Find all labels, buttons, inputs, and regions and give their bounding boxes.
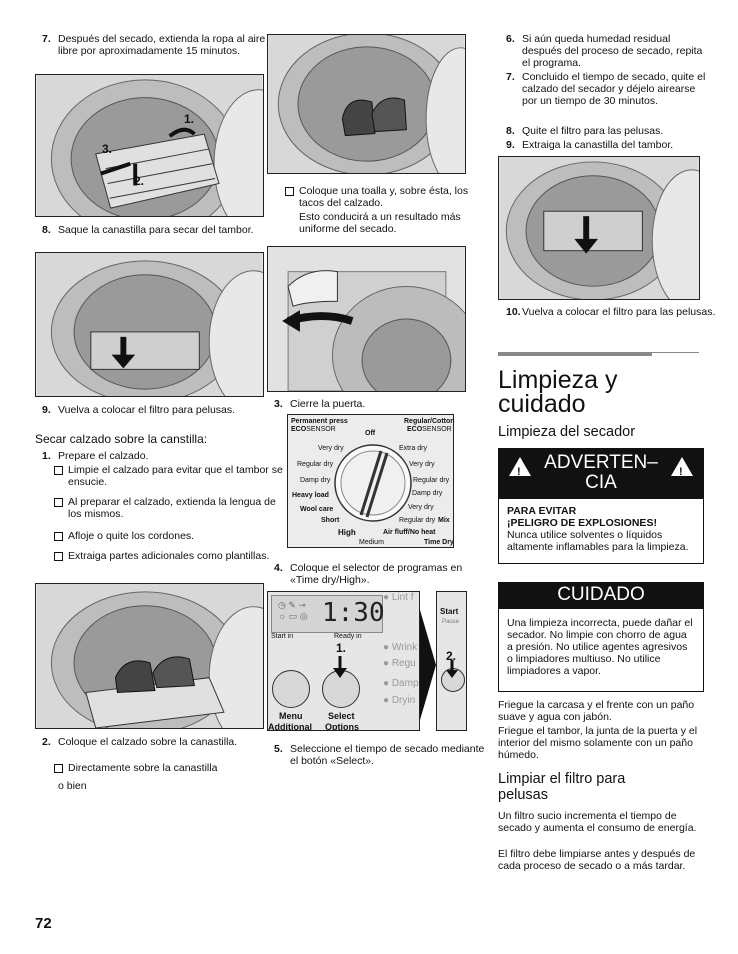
remove-basket-illustration bbox=[499, 157, 699, 299]
section-divider bbox=[498, 352, 652, 356]
shoes-in-drum-illustration bbox=[36, 584, 263, 728]
step-10: 10. Vuelva a colocar el filtro para las … bbox=[506, 306, 716, 318]
close-door-illustration bbox=[268, 247, 465, 391]
checkbox-bullet-icon bbox=[285, 187, 294, 196]
page-number: 72 bbox=[35, 915, 52, 932]
step-8-right: 8. Quite el filtro para las pelusas. bbox=[506, 125, 664, 137]
step-9-left: 9. Vuelva a colocar el filtro para pelus… bbox=[42, 404, 236, 416]
checkbox-bullet-icon bbox=[54, 764, 63, 773]
warning-triangle-icon: ! bbox=[509, 457, 531, 478]
step-7-right: 7. Concluido el tiempo de secado, quite … bbox=[506, 71, 706, 107]
program-selector-panel: Permanent press ECOSENSOR Regular/Cotton… bbox=[287, 414, 455, 548]
cleaning-dryer-heading: Limpieza del secador bbox=[498, 424, 636, 440]
paragraph-lint-dirty: Un filtro sucio incrementa el tiempo de … bbox=[498, 810, 697, 834]
step-9-right: 9. Extraiga la canastilla del tambor. bbox=[506, 139, 674, 151]
warning-body: PARA EVITAR ¡PELIGRO DE EXPLOSIONES! Nun… bbox=[507, 505, 689, 553]
figure-basket-insert: 1. 2. 3. bbox=[35, 74, 264, 217]
control-panel: ◷ ✎ ⊸☼ ▭ ◎ 1:30 Start in Ready in ● Lint… bbox=[267, 591, 420, 731]
marker-1: 1. bbox=[336, 641, 347, 655]
step-3: 3. Cierre la puerta. bbox=[274, 398, 366, 410]
display-icons: ◷ ✎ ⊸☼ ▭ ◎ bbox=[278, 600, 308, 621]
option-drying[interactable]: ● Dryin bbox=[383, 695, 416, 706]
lint-filter-indicator: ● Lint f bbox=[383, 592, 414, 603]
time-readout: 1:30 bbox=[322, 598, 385, 628]
towel-note: Esto conducirá a un resultado más unifor… bbox=[299, 211, 461, 235]
menu-button[interactable] bbox=[272, 670, 310, 708]
caution-body: Una limpieza incorrecta, puede dañar el … bbox=[507, 617, 693, 677]
or-else-text: o bien bbox=[58, 780, 87, 792]
bullet-towel: Coloque una toalla y, sobre ésta, los ta… bbox=[283, 185, 489, 209]
step-7-left: 7. Después del secado, extienda la ropa … bbox=[42, 33, 266, 57]
figure-shoes-with-towel bbox=[267, 34, 466, 174]
step-6-right: 6. Si aún queda humedad residual después… bbox=[506, 33, 703, 69]
option-wrinkle[interactable]: ● Wrink bbox=[383, 642, 418, 653]
bullet-direct-basket: Directamente sobre la canastilla bbox=[52, 762, 288, 774]
option-regular[interactable]: ● Regu bbox=[383, 658, 416, 669]
figure-shoes-on-basket bbox=[35, 583, 264, 729]
warning-box: ! ADVERTEN– CIA ! PARA EVITAR ¡PELIGRO D… bbox=[498, 448, 704, 564]
bullet-laces: Afloje o quite los cordones. bbox=[52, 530, 288, 542]
checkbox-bullet-icon bbox=[54, 552, 63, 561]
dryer-drum-illustration bbox=[36, 253, 263, 396]
checkbox-bullet-icon bbox=[54, 498, 63, 507]
step-4: 4. Coloque el selector de programas en «… bbox=[274, 562, 463, 586]
caution-header: CUIDADO bbox=[499, 583, 703, 609]
figure-remove-basket bbox=[498, 156, 700, 300]
chevron-right-icon bbox=[420, 610, 436, 720]
paragraph-housing: Friegue la carcasa y el frente con un pa… bbox=[498, 699, 695, 723]
dryer-basket-illustration bbox=[36, 75, 263, 216]
step-2: 2. Coloque el calzado sobre la canastill… bbox=[42, 736, 238, 748]
right-eco-sensor: ECOSENSOR bbox=[407, 426, 452, 433]
bullet-clean-shoes: Limpie el calzado para evitar que el tam… bbox=[52, 464, 288, 488]
figure-basket-remove bbox=[35, 252, 264, 397]
lint-filter-heading: Limpiar el filtro para pelusas bbox=[498, 771, 626, 803]
bullet-tongue: Al preparar el calzado, extienda la leng… bbox=[52, 496, 288, 520]
page-title: Limpieza y cuidado bbox=[498, 366, 618, 418]
paragraph-lint-clean: El filtro debe limpiarse antes y después… bbox=[498, 848, 696, 872]
program-dial-knob[interactable] bbox=[333, 439, 413, 527]
arrow-down-icon bbox=[446, 660, 458, 678]
bullet-insoles: Extraiga partes adicionales como plantil… bbox=[52, 550, 288, 562]
figure-close-door bbox=[267, 246, 466, 392]
caution-box: CUIDADO Una limpieza incorrecta, puede d… bbox=[498, 582, 704, 692]
step-1: 1. Prepare el calzado. bbox=[42, 450, 149, 462]
marker-2: 2. bbox=[446, 649, 457, 663]
left-eco-sensor: ECOSENSOR bbox=[291, 426, 336, 433]
shoes-towel-illustration bbox=[268, 35, 465, 173]
step-8-left: 8. Saque la canastilla para secar del ta… bbox=[42, 224, 254, 236]
paragraph-drum: Friegue el tambor, la junta de la puerta… bbox=[498, 725, 698, 761]
start-panel: Start Pause 2. bbox=[436, 591, 467, 731]
warning-header: ! ADVERTEN– CIA ! bbox=[499, 449, 703, 499]
checkbox-bullet-icon bbox=[54, 466, 63, 475]
checkbox-bullet-icon bbox=[54, 532, 63, 541]
option-damp[interactable]: ● Damp bbox=[383, 678, 419, 689]
warning-triangle-icon: ! bbox=[671, 457, 693, 478]
step-5: 5. Seleccione el tiempo de secado median… bbox=[274, 743, 485, 767]
section-divider-thin bbox=[652, 352, 699, 353]
shoe-drying-heading: Secar calzado sobre la canstilla: bbox=[35, 432, 208, 446]
arrow-down-icon bbox=[333, 656, 347, 678]
display-screen: ◷ ✎ ⊸☼ ▭ ◎ 1:30 bbox=[271, 595, 385, 633]
